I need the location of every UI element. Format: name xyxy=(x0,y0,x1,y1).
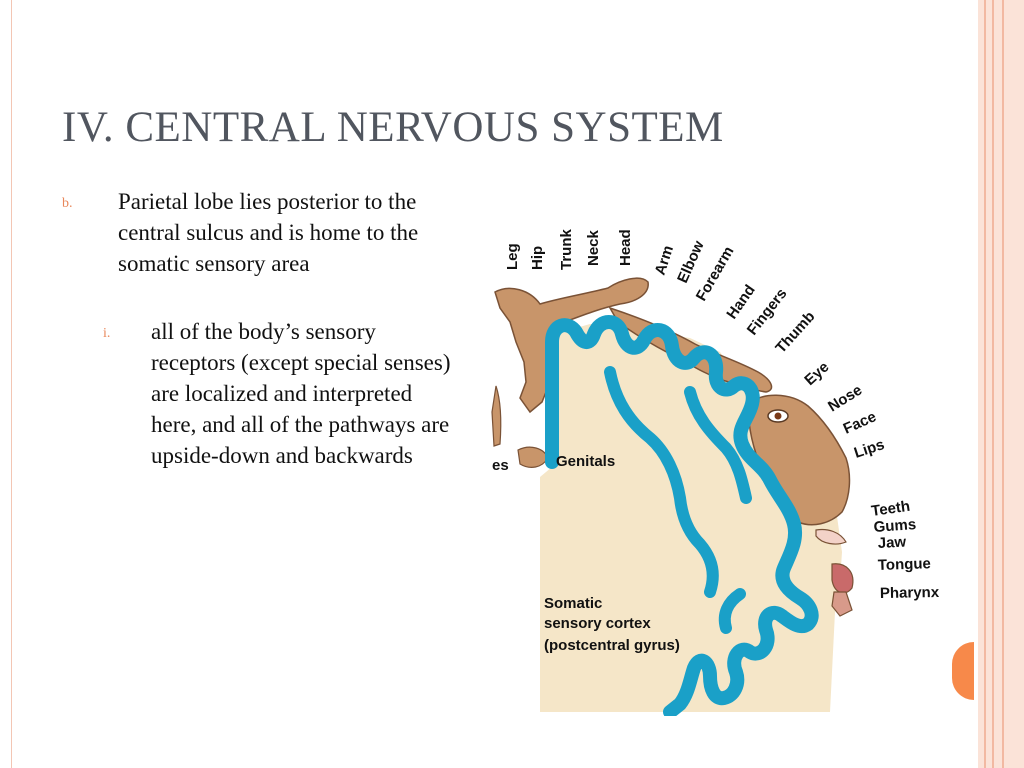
label-tongue: Tongue xyxy=(878,555,932,574)
label-pharynx: Pharynx xyxy=(880,584,940,602)
label-teeth: Teeth xyxy=(870,498,911,520)
svg-text:Jaw: Jaw xyxy=(877,534,907,552)
homunculus-pupil xyxy=(774,412,782,420)
right-frame-line xyxy=(992,0,994,768)
label-trunk: Trunk xyxy=(558,229,575,270)
label-genitals: Genitals xyxy=(556,453,615,470)
svg-text:Pharynx: Pharynx xyxy=(880,584,940,602)
label-neck: Neck xyxy=(585,229,602,266)
label-cortex-line3: (postcentral gyrus) xyxy=(544,637,680,654)
right-frame-line xyxy=(984,0,986,768)
svg-text:Hip: Hip xyxy=(529,246,546,270)
svg-text:Head: Head xyxy=(617,229,634,266)
svg-text:Gums: Gums xyxy=(873,516,917,536)
svg-text:Arm: Arm xyxy=(652,243,677,277)
svg-text:Teeth: Teeth xyxy=(870,498,911,520)
accent-tab xyxy=(952,642,974,700)
homunculus-pharynx xyxy=(831,591,853,617)
right-frame-line xyxy=(1002,0,1004,768)
label-thumb: Thumb xyxy=(772,308,818,357)
svg-text:Trunk: Trunk xyxy=(558,229,575,270)
label-face: Face xyxy=(841,408,879,437)
bullet-marker: b. xyxy=(62,196,73,211)
svg-text:Neck: Neck xyxy=(585,229,602,266)
label-hip: Hip xyxy=(529,246,546,270)
label-cortex-line1: Somatic xyxy=(544,595,602,612)
label-lips: Lips xyxy=(852,436,887,462)
sub-bullet-marker: i. xyxy=(103,326,111,341)
cortex-sulcus xyxy=(604,366,719,598)
svg-text:Tongue: Tongue xyxy=(878,555,932,574)
homunculus-foot xyxy=(491,385,502,447)
svg-text:Leg: Leg xyxy=(504,243,521,270)
homunculus-lips xyxy=(815,528,847,545)
sub-bullet-text: all of the body’s sensory receptors (exc… xyxy=(151,319,451,468)
genitals-shape xyxy=(517,446,549,468)
label-head: Head xyxy=(617,229,634,266)
sensory-homunculus-figure: Leg Hip Trunk Neck Head Arm Elbow Forear… xyxy=(490,212,960,716)
svg-text:Nose: Nose xyxy=(825,382,865,416)
bullet-text: Parietal lobe lies posterior to the cent… xyxy=(118,189,419,276)
label-cut-off: es xyxy=(492,457,509,474)
cortex-sulcus xyxy=(684,386,752,504)
svg-text:Eye: Eye xyxy=(801,358,832,389)
svg-text:Lips: Lips xyxy=(852,436,887,462)
label-arm: Arm xyxy=(652,243,677,277)
label-cortex-line2: sensory cortex xyxy=(544,615,651,632)
label-nose: Nose xyxy=(825,382,865,416)
label-eye: Eye xyxy=(801,358,832,389)
cortex-sulcus xyxy=(718,588,746,634)
homunculus-tongue xyxy=(831,563,854,594)
slide-title: IV. CENTRAL NERVOUS SYSTEM xyxy=(62,104,724,151)
label-gums: Gums xyxy=(873,516,917,536)
label-leg: Leg xyxy=(504,243,521,270)
cortex-gyri xyxy=(545,315,819,716)
left-frame-border xyxy=(0,0,12,768)
label-jaw: Jaw xyxy=(877,534,907,552)
svg-text:Face: Face xyxy=(841,408,879,437)
svg-text:Thumb: Thumb xyxy=(772,308,818,357)
